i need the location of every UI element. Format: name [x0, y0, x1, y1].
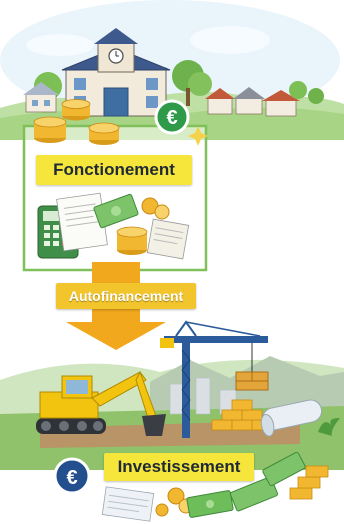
- house-icon: [205, 88, 235, 115]
- town-hall-icon: [61, 28, 171, 117]
- house-icon: [233, 87, 265, 115]
- operating-label: Fonctionement: [36, 155, 192, 185]
- house-icon: [23, 82, 59, 113]
- bricks-icon: [235, 371, 269, 391]
- sparkle-icon: [188, 126, 208, 146]
- investment-label: Investissement: [104, 453, 254, 481]
- blueprint-icon: [260, 399, 323, 437]
- svg-text:€: €: [166, 107, 177, 129]
- self-financing-label: Autofinancement: [56, 283, 196, 309]
- tree-icon: [172, 60, 212, 106]
- gold-bars-icon: [289, 465, 329, 500]
- banknote-icon: [186, 451, 306, 518]
- house-icon: [262, 90, 300, 117]
- crane-icon: [160, 320, 268, 438]
- euro-icon: €: [53, 457, 91, 495]
- coins-icon: [33, 99, 120, 145]
- coins-icon: [116, 197, 170, 255]
- document-icon: [146, 218, 190, 260]
- plant-icon: [318, 418, 340, 436]
- banknote-icon: [93, 193, 139, 229]
- excavator-icon: [36, 370, 166, 436]
- tree-icon: [289, 81, 324, 104]
- svg-text:€: €: [66, 467, 77, 489]
- euro-icon: €: [154, 99, 190, 135]
- document-icon: [101, 486, 155, 522]
